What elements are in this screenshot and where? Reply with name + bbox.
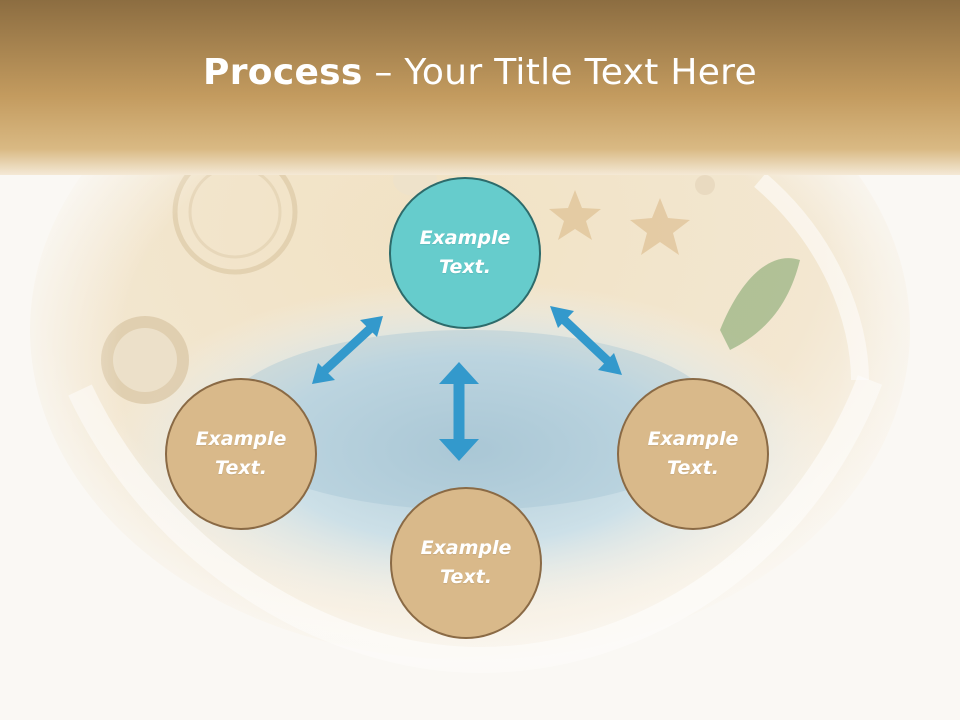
node-top-label: Example Text. bbox=[419, 227, 511, 278]
title-bold: Process bbox=[203, 52, 363, 93]
process-node-bottom[interactable]: Example Text. bbox=[390, 487, 542, 639]
title-rest: – Your Title Text Here bbox=[362, 52, 757, 93]
slide-title: Process – Your Title Text Here bbox=[0, 52, 960, 93]
node-bottom-label: Example Text. bbox=[420, 537, 512, 588]
double-arrow-upper-left bbox=[312, 316, 383, 384]
node-left-label: Example Text. bbox=[195, 428, 287, 479]
double-arrow-vertical bbox=[439, 362, 479, 461]
process-node-left[interactable]: Example Text. bbox=[165, 378, 317, 530]
process-node-right[interactable]: Example Text. bbox=[617, 378, 769, 530]
double-arrow-upper-right bbox=[550, 306, 622, 375]
node-right-label: Example Text. bbox=[647, 428, 739, 479]
process-node-top[interactable]: Example Text. bbox=[389, 177, 541, 329]
